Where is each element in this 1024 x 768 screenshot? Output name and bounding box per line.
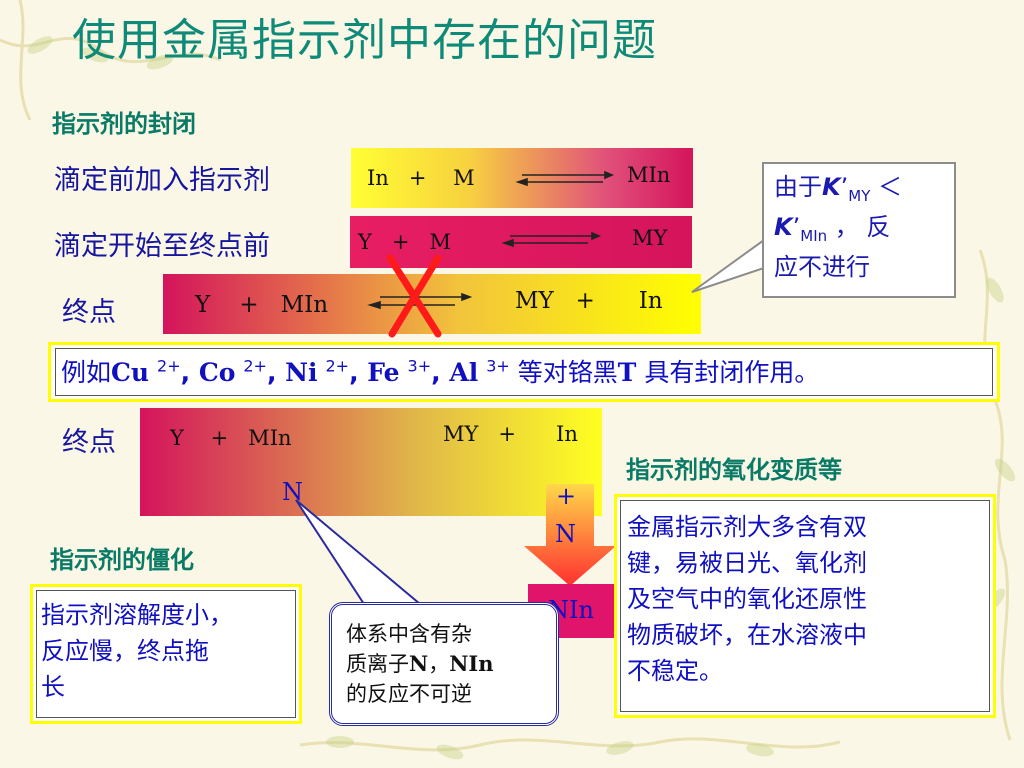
impurity-line-2-d: NIn [449,651,494,676]
row-label-endpoint: 终点 [62,297,116,328]
impurity-line-3: 的反应不可逆 [346,682,472,706]
reaction-1-right: MIn [627,163,671,187]
impurity-line-2-c: ， [428,652,450,676]
oxidation-line-3: 及空气中的氧化还原性 [627,585,867,613]
ion-co: Co [198,358,236,387]
ion-fe-charge: 3+ [407,356,432,376]
k-comparison-text: 由于K’MY ＜ K’MIn ， 反 应不进行 [774,172,952,283]
note-line3: 应不进行 [774,252,870,281]
note-prime1: ’ [840,173,849,201]
impurity-line-2-a: 质离子 [346,652,409,676]
reaction-4-right: MY + In [443,422,578,446]
reaction-3-right: MY + In [515,288,663,314]
note-comma: ， 反 [827,212,891,241]
ion-co-charge: 2+ [243,356,267,376]
example-t: T [617,358,637,387]
oxidation-line-5: 不稳定。 [627,657,723,685]
ion-al-charge: 3+ [486,356,510,376]
reaction-bar-2 [350,216,692,268]
impurity-line-2-b: N [409,651,429,676]
reaction-2-right: MY [632,226,668,250]
ion-ni-charge: 2+ [325,356,350,376]
row-label-before-titration: 滴定前加入指示剂 [54,165,270,196]
stiffening-line-2: 反应慢，终点拖 [41,637,209,665]
reaction-1-left: In + M [367,166,475,190]
example-prefix: 例如 [61,358,112,387]
plus-n-plus: + [556,482,577,510]
ion-cu-charge: 2+ [157,356,181,376]
note-k1: K [822,173,841,201]
blocking-heading: 指示剂的封闭 [52,110,196,138]
ion-al: Al [449,358,479,387]
ion-cu: Cu [111,358,150,387]
oxidation-heading: 指示剂的氧化变质等 [626,456,842,484]
stiffening-text: 指示剂溶解度小， 反应慢，终点拖 长 [41,597,233,705]
page-title: 使用金属指示剂中存在的问题 [72,15,657,66]
note-prime2: ’ [792,212,801,241]
impurity-note-box: 体系中含有杂 质离子N，NIn 的反应不可逆 [329,602,559,726]
example-tail: 具有封闭作用。 [644,358,820,387]
note-sub-my: MY [848,186,871,205]
stiffening-box-inner [36,590,296,718]
stiffening-line-1: 指示剂溶解度小， [41,601,233,629]
reaction-3-left: Y + MIn [195,292,329,318]
impurity-line-1: 体系中含有杂 [346,622,472,646]
ion-fe: Fe [367,358,400,387]
reaction-bar-4 [140,408,602,516]
reaction-4-left: Y + MIn [170,426,292,450]
example-suffix: 等对铬黑 [517,358,618,387]
row-label-endpoint-2: 终点 [62,427,116,458]
note-lt: ＜ [878,173,902,201]
note-k2: K [774,212,793,241]
oxidation-text: 金属指示剂大多含有双 键，易被日光、氧化剂 及空气中的氧化还原性 物质破坏，在水… [627,509,867,689]
example-text: 例如Cu 2+, Co 2+, Ni 2+, Fe 3+, Al 3+ 等对铬黑… [61,356,820,387]
red-x-mark-icon [386,254,442,338]
stiffening-box: 指示剂溶解度小， 反应慢，终点拖 长 [30,584,302,724]
down-arrow-icon [524,484,616,586]
reaction-2-left: Y + M [358,230,452,254]
example-box: 例如Cu 2+, Co 2+, Ni 2+, Fe 3+, Al 3+ 等对铬黑… [48,342,1000,402]
note-sub-min: MIn [800,226,828,245]
oxidation-line-2: 键，易被日光、氧化剂 [627,549,867,577]
oxidation-line-1: 金属指示剂大多含有双 [627,513,867,541]
ion-ni: Ni [285,358,318,387]
impurity-note-text: 体系中含有杂 质离子N，NIn 的反应不可逆 [346,619,494,709]
oxidation-box-inner [620,500,990,712]
stiffening-heading: 指示剂的僵化 [50,546,194,574]
oxidation-line-4: 物质破坏，在水溶液中 [627,621,867,649]
plus-n-n: N [555,520,576,548]
stiffening-line-3: 长 [41,673,65,701]
note-prefix: 由于 [774,173,822,201]
reaction-bar-1 [351,148,693,208]
example-box-inner [55,348,993,396]
oxidation-box: 金属指示剂大多含有双 键，易被日光、氧化剂 及空气中的氧化还原性 物质破坏，在水… [614,494,996,718]
impurity-line-2: 质离子N，NIn [346,649,494,679]
row-label-during-titration: 滴定开始至终点前 [54,231,270,262]
k-comparison-note: 由于K’MY ＜ K’MIn ， 反 应不进行 [762,162,956,298]
impurity-n-label: N [282,478,303,506]
